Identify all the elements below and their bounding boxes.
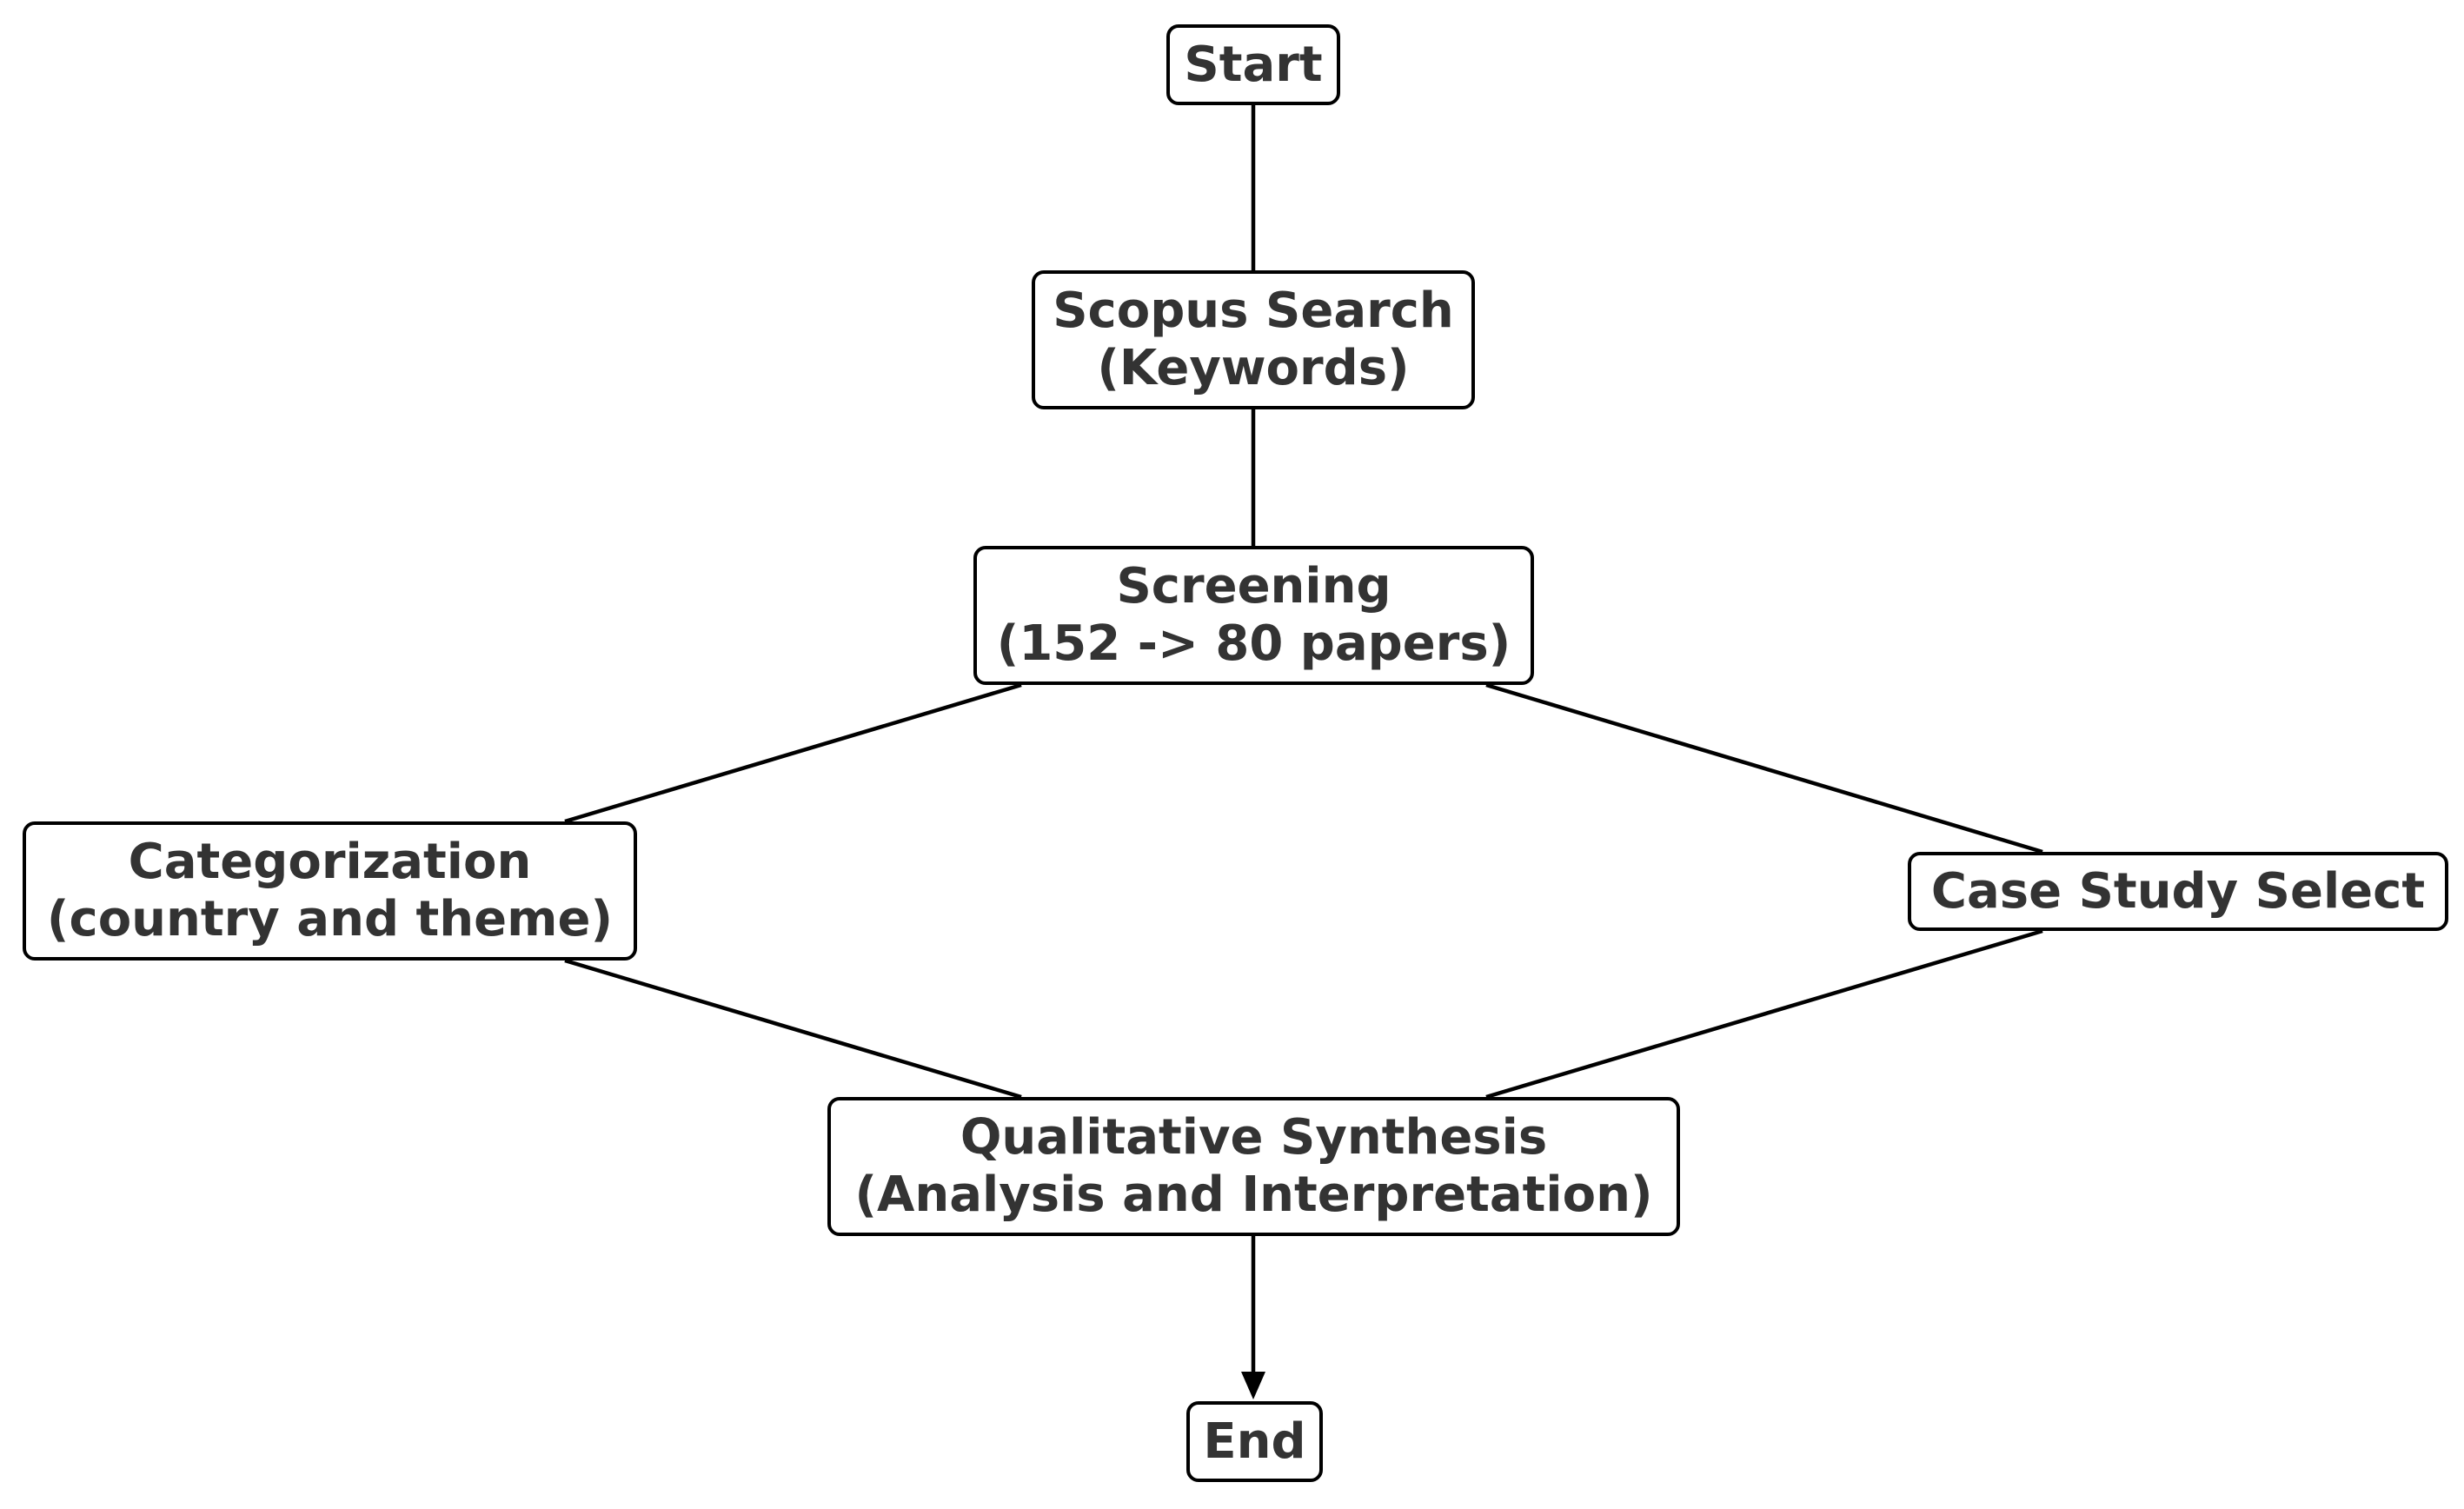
node-start: Start (1166, 24, 1340, 105)
node-qualitative-synthesis: Qualitative Synthesis (Analysis and Inte… (827, 1097, 1680, 1236)
edge-case-study-select-to-qualitative-synthesis (1485, 928, 2043, 1100)
node-start-label: Start (1184, 36, 1323, 93)
node-case-study-select: Case Study Select (1908, 852, 2448, 931)
node-scopus-search: Scopus Search (Keywords) (1032, 270, 1475, 409)
node-categorization-sublabel: (country and theme) (46, 891, 614, 947)
node-categorization: Categorization (country and theme) (23, 821, 637, 961)
node-qualitative-synthesis-sublabel: (Analysis and Interpretation) (854, 1167, 1653, 1223)
node-end: End (1186, 1401, 1323, 1482)
node-scopus-search-sublabel: (Keywords) (1097, 340, 1410, 396)
node-case-study-select-label: Case Study Select (1930, 862, 2426, 920)
node-scopus-search-label: Scopus Search (1053, 283, 1454, 339)
node-qualitative-synthesis-label: Qualitative Synthesis (960, 1109, 1548, 1166)
node-categorization-label: Categorization (128, 834, 532, 890)
edge-screening-to-case-study-select (1485, 682, 2043, 854)
edge-screening-to-categorization (564, 682, 1022, 824)
node-screening-label: Screening (1116, 558, 1391, 615)
node-end-label: End (1203, 1413, 1306, 1470)
node-screening-sublabel: (152 -> 80 papers) (996, 615, 1511, 672)
edge-categorization-to-qualitative-synthesis (564, 958, 1022, 1100)
arrowhead-to-end (1241, 1372, 1265, 1399)
node-screening: Screening (152 -> 80 papers) (973, 546, 1534, 685)
